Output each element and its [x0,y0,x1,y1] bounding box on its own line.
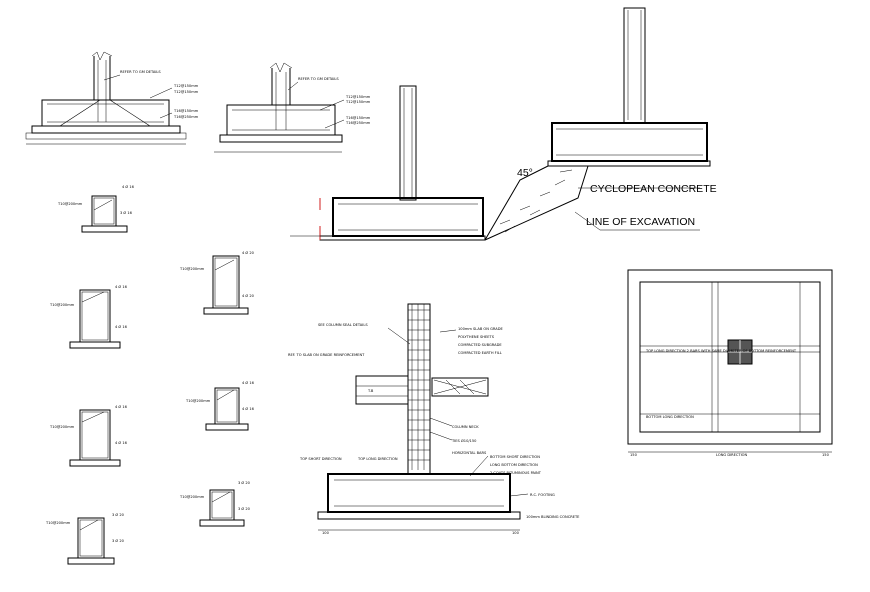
rc-footing-label: R.C. FOOTING [530,493,555,497]
footing-a-bar1: T12@150mm [173,84,199,88]
beam-4-bot: 4 Ø 16 [242,406,255,411]
beam-1-bot: 3 Ø 16 [120,210,133,215]
beam-1-top: 4 Ø 16 [122,184,135,189]
beam-7-stir: T10@200mm [45,521,71,525]
beam-4-top: 4 Ø 16 [242,380,255,385]
blinding-label: 100mm BLINDING CONCRETE [526,515,580,519]
polythene-label: POLYTHENE SHEETS [458,335,495,339]
footing-b-refer: REFER TO GM DETAILS [298,77,339,81]
beam-7: 3 Ø 20 3 Ø 20 T10@200mm [45,512,125,565]
subgrade-label: COMPACTED SUBGRADE [458,343,502,347]
beam-4-stir: T10@200mm [185,399,211,403]
beam-sections: 4 Ø 16 3 Ø 16 T10@200mm 4 Ø 20 4 Ø 20 T1… [45,184,255,565]
beam-6-bot: 3 Ø 20 [238,506,251,511]
column-footing-detail: T.B 100 100 SEE COLUMN SEAL DETAILS REF.… [288,303,580,535]
beam-5-stir: T10@200mm [49,425,75,429]
beam-5-bot: 4 Ø 16 [115,440,128,445]
beam-6: 3 Ø 20 3 Ø 20 T10@200mm [179,480,251,527]
footing-section-b: REFER TO GM DETAILS T12@150mm T12@150mm … [214,62,371,153]
beam-2: 4 Ø 20 4 Ø 20 T10@200mm [179,250,255,315]
ties-label: TIES Ø10/150 [451,438,477,443]
top-long-direction-note: TOP LONG DIRECTION 2 BARS WITH SAME DIAM… [645,349,797,353]
ref-slab-label: REF. TO SLAB ON GRADE REINFORCEMENT [288,353,365,357]
beam-3-stir: T10@200mm [49,303,75,307]
footing-a-refer: REFER TO GM DETAILS [120,70,161,74]
footing-b-bar2: T12@150mm [345,100,371,104]
bottom-long-direction-label: BOTTOM LONG DIRECTION [646,415,694,419]
bottom-short-label: BOTTOM SHORT DIRECTION [490,455,540,459]
bitumen-label: 2 COATS BITUMINOUS PAINT [490,471,542,475]
angle-label: 45° [517,167,533,179]
line-of-excavation-label: LINE OF EXCAVATION [586,216,695,228]
top-short-label: TOP SHORT DIRECTION [299,457,342,461]
long-direction-label: LONG DIRECTION [716,453,748,457]
footing-a-bar3: T16@150mm [173,109,199,113]
right-footing [547,7,711,167]
beam-6-stir: T10@200mm [179,495,205,499]
beam-5: 4 Ø 16 4 Ø 16 T10@200mm [49,404,128,467]
beam-3: 4 Ø 16 4 Ø 16 T10@200mm [49,284,128,349]
beam-3-bot: 4 Ø 16 [115,324,128,329]
beam-4: 4 Ø 16 4 Ø 16 T10@200mm [185,380,255,431]
beam-2-stir: T10@200mm [179,267,205,271]
footing-plan: LONG DIRECTION BOTTOM LONG DIRECTION TOP… [627,269,833,457]
beam-2-top: 4 Ø 20 [242,250,255,255]
center-footing: CYCLOPEAN CONCRETE LINE OF EXCAVATION 45… [290,85,717,241]
footing-b-bar1: T12@150mm [345,95,371,99]
dim-150-left: 150 [630,453,638,457]
footing-section-a: REFER TO GM DETAILS T12@150mm T12@150mm … [25,51,199,145]
earth-fill-label: COMPACTED EARTH FILL [458,351,502,355]
beam-1-stir: T10@200mm [57,202,83,206]
footing-b-bar3: T16@150mm [345,116,371,120]
beam-3-top: 4 Ø 16 [115,284,128,289]
top-long-label: TOP LONG DIRECTION [357,457,398,461]
beam-6-top: 3 Ø 20 [238,480,251,485]
beam-7-bot: 3 Ø 20 [112,538,125,543]
footing-b-bar4: T16@250mm [345,121,371,125]
dim-150-right: 150 [822,453,830,457]
footing-a-bar2: T12@150mm [173,90,199,94]
footing-a-bar4: T16@250mm [173,115,199,119]
column-neck-label: COLUMN NECK [452,425,479,429]
slab-on-grade-label: 100mm SLAB ON GRADE [458,327,503,331]
beam-5-top: 4 Ø 16 [115,404,128,409]
horizontal-bars-label: HORIZONTAL BARS [452,451,487,455]
dim-100-right: 100 [512,531,520,535]
beam-7-top: 3 Ø 20 [112,512,125,517]
see-column-label: SEE COLUMN SEAL DETAILS [318,323,368,327]
cyclopean-concrete-label: CYCLOPEAN CONCRETE [590,183,717,195]
tb-label: T.B [367,389,374,393]
beam-2-bot: 4 Ø 20 [242,293,255,298]
long-bottom-label: LONG BOTTOM DIRECTION [490,463,538,467]
dim-100-left: 100 [322,531,330,535]
beam-1: 4 Ø 16 3 Ø 16 T10@200mm [57,184,135,233]
